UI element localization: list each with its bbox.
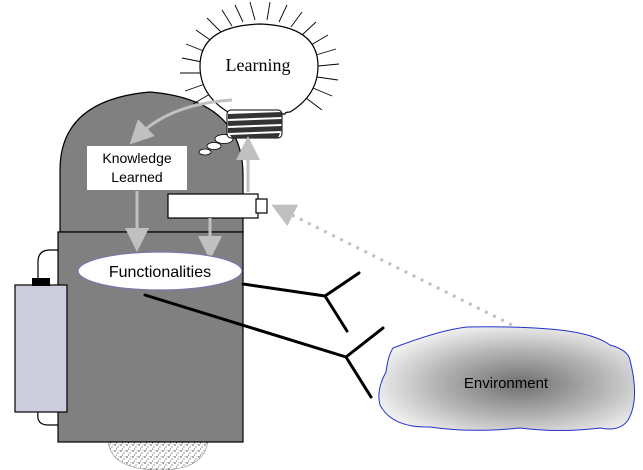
battery — [14, 284, 68, 413]
learning-arrows — [125, 98, 260, 260]
thought-bubble-medium — [206, 142, 222, 150]
lightbulb-rays — [180, 1, 340, 111]
robot-wheel — [107, 439, 209, 470]
functionalities-ellipse — [77, 251, 243, 291]
battery-terminal — [32, 278, 50, 286]
battery-cable-bottom — [37, 411, 58, 426]
robot-arm-lower — [143, 293, 385, 399]
learning-label: Learning — [226, 55, 291, 75]
camera-lens — [255, 198, 268, 214]
arrow-learning-to-knowledge — [129, 98, 233, 145]
environment-blob — [378, 326, 635, 431]
knowledge-label-box — [87, 146, 187, 190]
environment-label: Environment — [464, 375, 549, 392]
thought-bubble-small — [198, 148, 212, 156]
knowledge-label-line2: Learned — [111, 169, 162, 185]
knowledge-label-line1: Knowledge — [102, 150, 171, 166]
functionalities-label: Functionalities — [109, 264, 211, 281]
lightbulb-base — [226, 109, 283, 139]
arrow-environment-to-camera — [271, 204, 529, 335]
robot-arm-upper — [241, 271, 361, 333]
battery-cable-top — [37, 249, 58, 285]
camera-sensor — [167, 193, 259, 219]
